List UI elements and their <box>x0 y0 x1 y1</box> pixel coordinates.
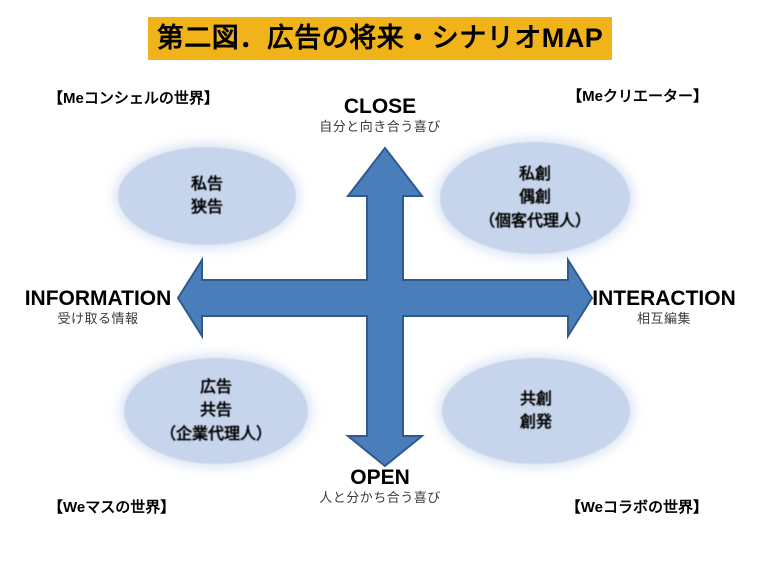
quadrant-ellipse-top-left: 私告 狭告 <box>118 147 296 245</box>
four-way-cross-arrow-icon <box>170 140 600 472</box>
axis-top-title: CLOSE <box>343 95 417 118</box>
axis-top-subtitle: 自分と向き合う喜び <box>319 119 441 135</box>
quadrant-label-top-left: 私告 狭告 <box>190 175 223 216</box>
axis-right-subtitle: 相互編集 <box>636 311 691 327</box>
corner-label-top-left: 【Meコンシェルの世界】 <box>48 90 219 107</box>
axis-right-title: INTERACTION <box>592 287 736 310</box>
axis-label-bottom: OPEN 人と分かち合う喜び <box>0 466 760 507</box>
axis-bottom-title: OPEN <box>350 466 410 489</box>
quadrant-label-top-right: 私創 偶創 （個客代理人） <box>478 166 591 230</box>
page-title: 第二図．広告の将来・シナリオMAP <box>156 23 604 53</box>
quadrant-label-bottom-left: 広告 共告 （企業代理人） <box>159 379 272 443</box>
quadrant-ellipse-bottom-right: 共創 創発 <box>442 358 630 464</box>
axis-left-title: INFORMATION <box>24 287 172 310</box>
axis-left-subtitle: 受け取る情報 <box>57 311 139 327</box>
title-banner: 第二図．広告の将来・シナリオMAP <box>148 17 612 60</box>
quadrant-ellipse-bottom-left: 広告 共告 （企業代理人） <box>124 358 308 464</box>
quadrant-label-bottom-right: 共創 創発 <box>519 390 552 431</box>
corner-label-top-right: 【Meクリエーター】 <box>567 88 708 105</box>
quadrant-ellipse-top-right: 私創 偶創 （個客代理人） <box>440 142 630 254</box>
corner-label-bottom-left: 【Weマスの世界】 <box>48 499 176 516</box>
corner-label-bottom-right: 【Weコラボの世界】 <box>565 499 708 516</box>
axis-label-top: CLOSE 自分と向き合う喜び <box>0 95 760 136</box>
axis-label-right: INTERACTION 相互編集 <box>576 287 752 328</box>
axis-bottom-subtitle: 人と分かち合う喜び <box>319 490 441 506</box>
axis-label-left: INFORMATION 受け取る情報 <box>10 287 186 328</box>
